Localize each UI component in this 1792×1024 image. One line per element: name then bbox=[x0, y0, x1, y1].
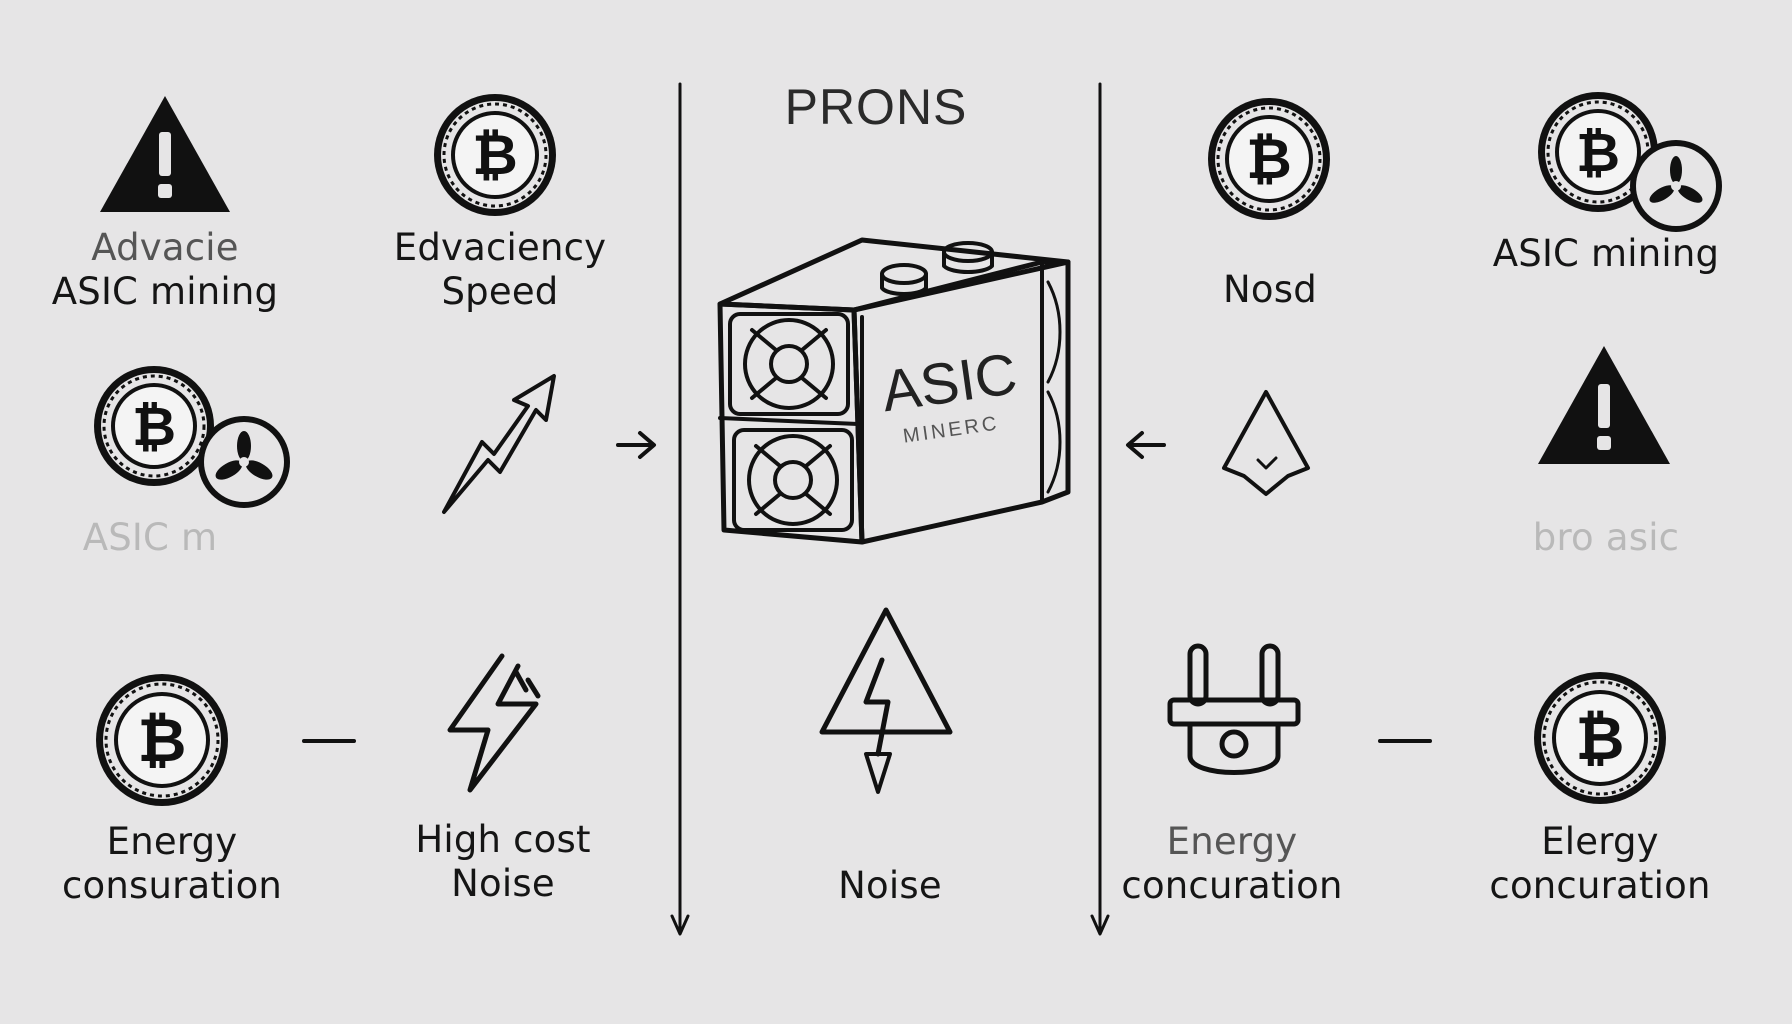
bitcoin-icon: ₿ bbox=[96, 674, 228, 806]
lightning-icon bbox=[447, 653, 541, 793]
svg-text:₿: ₿ bbox=[1246, 127, 1292, 192]
dash-connector bbox=[302, 739, 356, 743]
left-divider-arrow bbox=[670, 82, 690, 936]
label-asic-faded: ASIC m bbox=[82, 516, 218, 559]
bitcoin-fan-icon: ₿ bbox=[1538, 92, 1722, 232]
svg-text:₿: ₿ bbox=[132, 395, 176, 458]
diamond-icon bbox=[1222, 390, 1310, 496]
label-energy-concuration: Energy concuration bbox=[1121, 820, 1343, 907]
small-arrow-left-icon bbox=[1126, 431, 1166, 459]
label-center-noise: Noise bbox=[838, 864, 942, 907]
dash-connector bbox=[1378, 739, 1432, 743]
asic-miner-icon: ASIC MINERC bbox=[717, 237, 1071, 545]
miner-brand: ASIC bbox=[878, 341, 1021, 424]
svg-text:₿: ₿ bbox=[1576, 704, 1625, 774]
label-energy-consumption: Energy consuration bbox=[61, 820, 283, 907]
label-faded-right: bro asic bbox=[1532, 516, 1680, 559]
page-title: PRONS bbox=[784, 79, 968, 135]
small-arrow-right-icon bbox=[616, 431, 656, 459]
svg-text:₿: ₿ bbox=[472, 123, 518, 188]
right-divider-arrow bbox=[1090, 82, 1110, 936]
bitcoin-icon: ₿ bbox=[1534, 672, 1666, 804]
svg-text:₿: ₿ bbox=[138, 706, 187, 776]
plug-icon bbox=[1167, 643, 1301, 775]
bitcoin-icon: ₿ bbox=[1208, 98, 1330, 220]
svg-text:₿: ₿ bbox=[1576, 121, 1620, 184]
label-nosd: Nosd bbox=[1223, 268, 1317, 311]
bitcoin-icon: ₿ bbox=[434, 94, 556, 216]
label-elergy-concuration: Elergy concuration bbox=[1489, 820, 1711, 907]
label-high-cost-noise: High cost Noise bbox=[415, 818, 591, 905]
lightning-warning-icon bbox=[819, 607, 953, 794]
warning-icon bbox=[1538, 346, 1670, 464]
arrow-up-right-icon bbox=[442, 374, 556, 514]
label-advanced-asic-mining: Advacie ASIC mining bbox=[51, 226, 279, 313]
label-efficiency-speed: Edvaciency Speed bbox=[393, 226, 607, 313]
label-asic-mining: ASIC mining bbox=[1492, 232, 1720, 275]
bitcoin-fan-icon: ₿ bbox=[94, 366, 290, 508]
warning-icon bbox=[100, 96, 230, 212]
